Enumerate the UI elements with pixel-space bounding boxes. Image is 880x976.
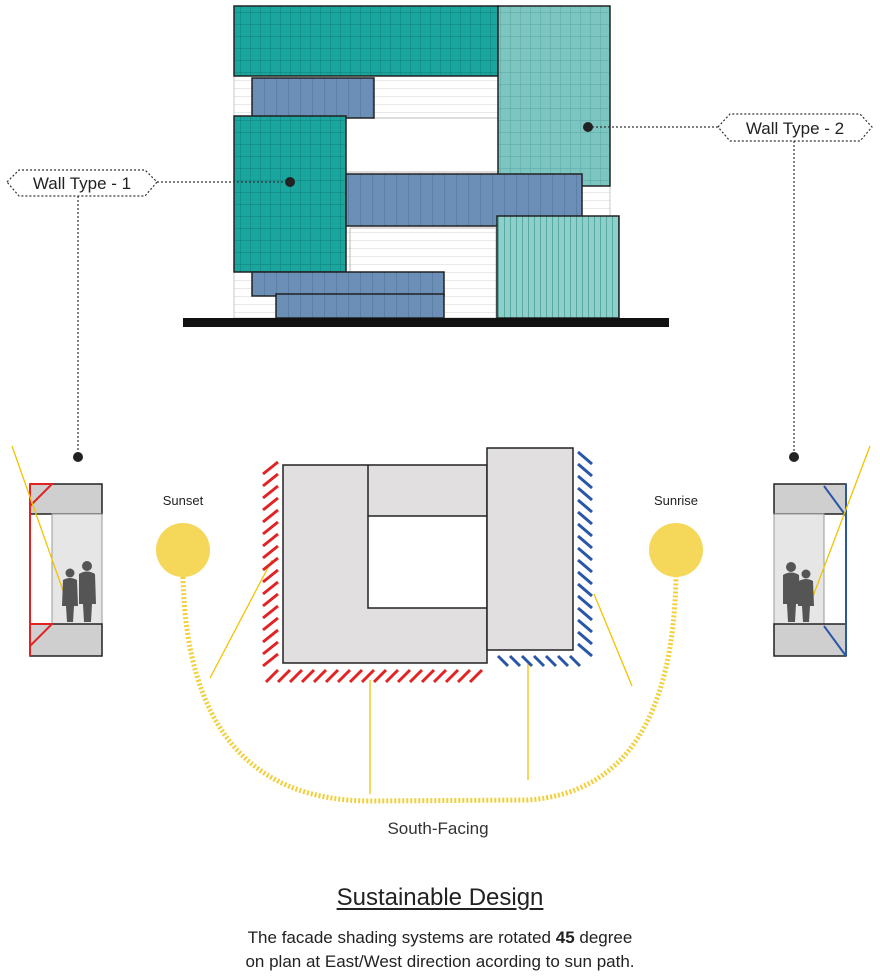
plan-courtyard [367, 515, 488, 609]
plan-south-blue-shading [496, 654, 582, 668]
elevation-upper-blue-band [251, 77, 375, 119]
floor-plan [262, 447, 593, 684]
elevation-lower-blue-band [251, 271, 445, 297]
sun-path: Sunset Sunrise [156, 493, 703, 804]
plan-south-red-shading [264, 668, 484, 684]
wall-type-2-callout: Wall Type - 2 [583, 113, 873, 462]
wall-type-2-detail-dot [789, 452, 799, 462]
wall-type-1-callout: Wall Type - 1 [6, 169, 295, 462]
wall-type-2-label: Wall Type - 2 [746, 119, 844, 138]
wall-type-2-sun-ray [803, 445, 871, 621]
caption-line1-start: The facade shading systems are rotated [247, 928, 556, 947]
wall-type-1-detail-dot [73, 452, 83, 462]
sun-rays-to-plan [209, 559, 633, 794]
caption-angle-value: 45 [555, 928, 575, 947]
elevation-ground-line [183, 318, 669, 327]
wall-type-2-blue-shading [823, 484, 847, 657]
diagram-caption: The facade shading systems are rotated 4… [0, 926, 880, 974]
sunset-sun-icon [156, 523, 210, 577]
sunrise-label: Sunrise [654, 493, 698, 508]
plan-east-blue-shading [577, 450, 593, 658]
wall-type-2-section [773, 445, 871, 657]
sunrise-sun-icon [649, 523, 703, 577]
caption-line2: on plan at East/West direction acording … [245, 952, 635, 971]
wall-type-1-tag-outline [6, 169, 158, 197]
wall-type-1-red-shading [29, 483, 55, 656]
wall-type-1-people-icon [62, 561, 96, 622]
elevation-base-blue-band [275, 293, 445, 319]
wall-type-1-elevation-dot [285, 177, 295, 187]
wall-type-2-elevation-dot [583, 122, 593, 132]
plan-west-red-shading [262, 460, 279, 668]
caption-line1-end: degree [574, 928, 633, 947]
elevation-left-teal-panel [233, 115, 347, 273]
elevation-fin-screen [496, 215, 620, 319]
wall-type-1-sun-ray [11, 445, 73, 617]
wall-type-2-people-icon [783, 562, 814, 622]
building-elevation [183, 5, 669, 327]
wall-type-2-tag-outline [717, 113, 873, 142]
diagram-title: Sustainable Design [336, 884, 544, 911]
plan-east-wing [486, 447, 574, 651]
wall-type-1-section [11, 445, 103, 657]
elevation-right-light-teal-panel [497, 5, 611, 187]
elevation-top-teal-panel [233, 5, 499, 77]
south-facing-label: South-Facing [387, 819, 488, 838]
elevation-side-glazing [345, 117, 499, 173]
sunset-label: Sunset [163, 493, 204, 508]
wall-type-1-label: Wall Type - 1 [33, 174, 131, 193]
sun-path-arc [180, 576, 679, 804]
